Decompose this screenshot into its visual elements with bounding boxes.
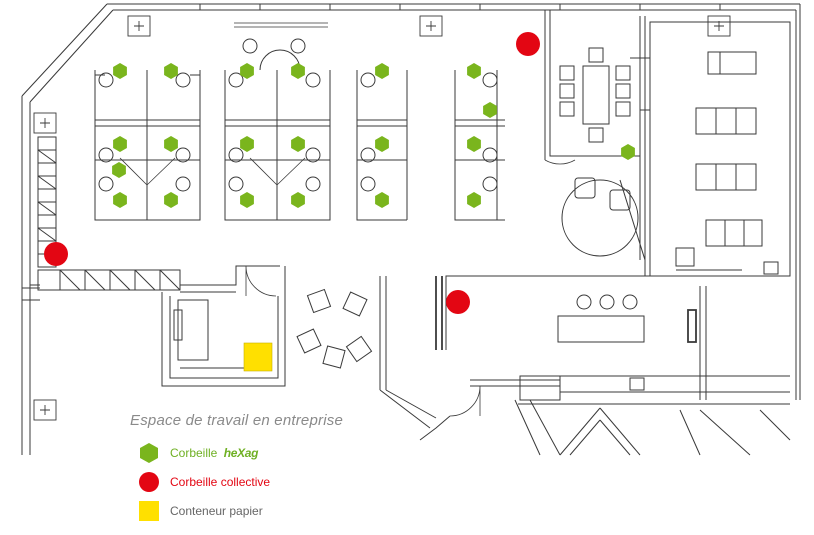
floor-plan xyxy=(21,3,801,456)
hexag-bin-marker xyxy=(621,144,635,160)
hexag-bin-marker xyxy=(291,63,305,79)
hexag-bin-marker xyxy=(483,102,497,118)
desk-cluster-1 xyxy=(94,70,201,221)
desk-cluster-3 xyxy=(356,70,408,221)
outer-wall-right xyxy=(795,4,801,400)
hexag-bin-marker xyxy=(240,63,254,79)
plus-box-icon xyxy=(127,15,151,37)
legend-hexag-brand: heXag xyxy=(223,446,259,460)
hexag-bin-markers xyxy=(112,63,635,208)
desk-clusters xyxy=(94,49,505,221)
plus-box-icon xyxy=(33,112,57,134)
chairs xyxy=(98,38,498,192)
hexag-bin-marker xyxy=(112,162,126,178)
hexag-bin-marker xyxy=(467,192,481,208)
legend-hexag: Corbeille heXag xyxy=(136,440,270,466)
hexag-bin-marker xyxy=(164,136,178,152)
hexag-bin-marker xyxy=(375,192,389,208)
desk-cluster-4 xyxy=(454,70,505,221)
hexag-bin-marker xyxy=(113,63,127,79)
legend-collective-text: Corbeille collective xyxy=(170,475,271,489)
red-circle-icon xyxy=(136,471,162,493)
outer-wall-top xyxy=(107,3,800,11)
hexag-bin-marker xyxy=(113,192,127,208)
legend: Corbeille heXag Corbeille collective Con… xyxy=(136,440,270,527)
hexag-bin-marker xyxy=(467,63,481,79)
hexag-bin-marker xyxy=(375,136,389,152)
hexag-bin-marker xyxy=(240,136,254,152)
plus-box-icon xyxy=(419,15,443,37)
green-hexagon-icon xyxy=(136,442,162,464)
collective-bin-marker xyxy=(516,32,540,56)
hexag-bin-marker xyxy=(164,63,178,79)
yellow-square-icon xyxy=(136,500,162,522)
plus-box-icon xyxy=(707,15,731,37)
collective-bin-marker xyxy=(446,290,470,314)
outer-wall-diagonal xyxy=(21,3,114,103)
hexag-bin-marker xyxy=(240,192,254,208)
hexag-bin-marker xyxy=(291,192,305,208)
hexag-bin-marker xyxy=(375,63,389,79)
desk-cluster-2 xyxy=(224,49,331,221)
lounge-chairs xyxy=(296,288,373,369)
legend-hexag-text: Corbeille xyxy=(170,446,221,460)
hexag-bin-marker xyxy=(113,136,127,152)
legend-paper-text: Conteneur papier xyxy=(170,504,263,518)
collective-bin-marker xyxy=(44,242,68,266)
legend-collective: Corbeille collective xyxy=(136,469,270,495)
legend-paper: Conteneur papier xyxy=(136,498,270,524)
hexag-bin-marker xyxy=(291,136,305,152)
paper-container-marker xyxy=(243,342,273,372)
collective-bin-markers xyxy=(44,32,540,314)
hexag-bin-marker xyxy=(164,192,178,208)
outer-wall-left xyxy=(21,96,31,455)
hexag-bin-marker xyxy=(467,136,481,152)
plan-caption: Espace de travail en entreprise xyxy=(130,412,343,429)
plus-box-icon xyxy=(33,399,57,421)
